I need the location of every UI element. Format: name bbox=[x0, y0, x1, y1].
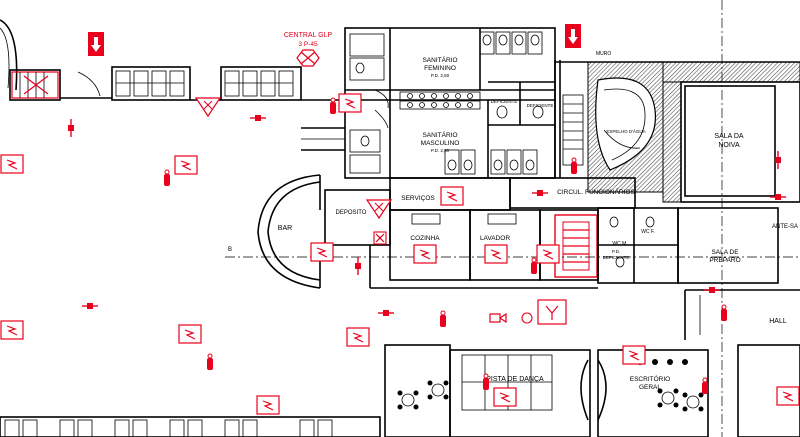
sanitario-feminino-label: SANITÁRIO bbox=[422, 55, 457, 64]
servicos-label: SERVIÇOS bbox=[401, 195, 435, 202]
service-stair bbox=[554, 214, 598, 278]
sanitario-masculino-label: SANITÁRIO bbox=[422, 130, 457, 139]
bottom-rooms bbox=[384, 344, 800, 437]
booth-row-bottom bbox=[0, 416, 381, 437]
svg-text:GERAL: GERAL bbox=[639, 384, 661, 391]
svg-text:P.D. 2,60: P.D. 2,60 bbox=[431, 73, 450, 78]
svg-text:P.D. 2,60: P.D. 2,60 bbox=[431, 148, 450, 153]
muro-label: MURO bbox=[596, 51, 611, 57]
svg-text:PREPARO: PREPARO bbox=[709, 257, 740, 264]
cozinha-label: COZINHA bbox=[410, 235, 440, 242]
deposito-label: DEPOSITO bbox=[336, 210, 367, 216]
bar-label: BAR bbox=[278, 225, 292, 232]
lavador-label: LAVADOR bbox=[480, 235, 510, 242]
svg-text:NOIVA: NOIVA bbox=[718, 142, 740, 149]
wc-m-label: WC M. bbox=[612, 241, 627, 247]
svg-text:MASCULINO: MASCULINO bbox=[421, 140, 460, 147]
booth-row-2 bbox=[220, 66, 302, 101]
sala-da-noiva bbox=[555, 61, 800, 203]
wc-block bbox=[597, 207, 779, 284]
pista-de-danca-label: PISTA DE DANÇA bbox=[486, 376, 544, 383]
svg-text:DEFICIENTE: DEFICIENTE bbox=[603, 255, 630, 260]
espelho-dagua-label: ESPELHO D'ÁGUA bbox=[606, 128, 645, 134]
svg-text:P.D.: P.D. bbox=[612, 249, 620, 254]
hall-label: HALL bbox=[769, 318, 787, 325]
stair-left bbox=[9, 69, 61, 101]
hall-area bbox=[684, 289, 800, 340]
door-swing-left bbox=[77, 71, 101, 97]
section-b-label: B bbox=[228, 247, 232, 253]
curved-wall-left bbox=[0, 19, 18, 91]
central-glp-symbol bbox=[296, 49, 320, 67]
espelho-dagua-area bbox=[587, 61, 664, 193]
wc-f-label: WC F. bbox=[641, 229, 655, 235]
central-glp-label: CENTRAL GLP bbox=[284, 32, 333, 39]
booth-row-1 bbox=[111, 66, 191, 101]
escritorio-geral-label: ESCRITÓRIO bbox=[630, 374, 670, 383]
central-glp-sub: 3 P-45 bbox=[298, 41, 318, 48]
deficiente-label-1: DEFICIENTE bbox=[491, 99, 518, 104]
deficiente-label-2: DEFICIENTE bbox=[527, 103, 554, 108]
arrow-down-marker-1 bbox=[88, 32, 104, 56]
restroom-block bbox=[344, 27, 556, 179]
arrow-down-marker-2 bbox=[565, 24, 581, 48]
svg-text:FEMININO: FEMININO bbox=[424, 65, 456, 72]
stair-right bbox=[562, 94, 584, 166]
sala-de-preparo-label: SALA DE bbox=[711, 249, 739, 256]
ante-sala-label: ANTE-SA bbox=[772, 224, 798, 230]
sala-da-noiva-label: SALA DA bbox=[714, 133, 744, 140]
exit-sign-symbol bbox=[195, 97, 567, 325]
